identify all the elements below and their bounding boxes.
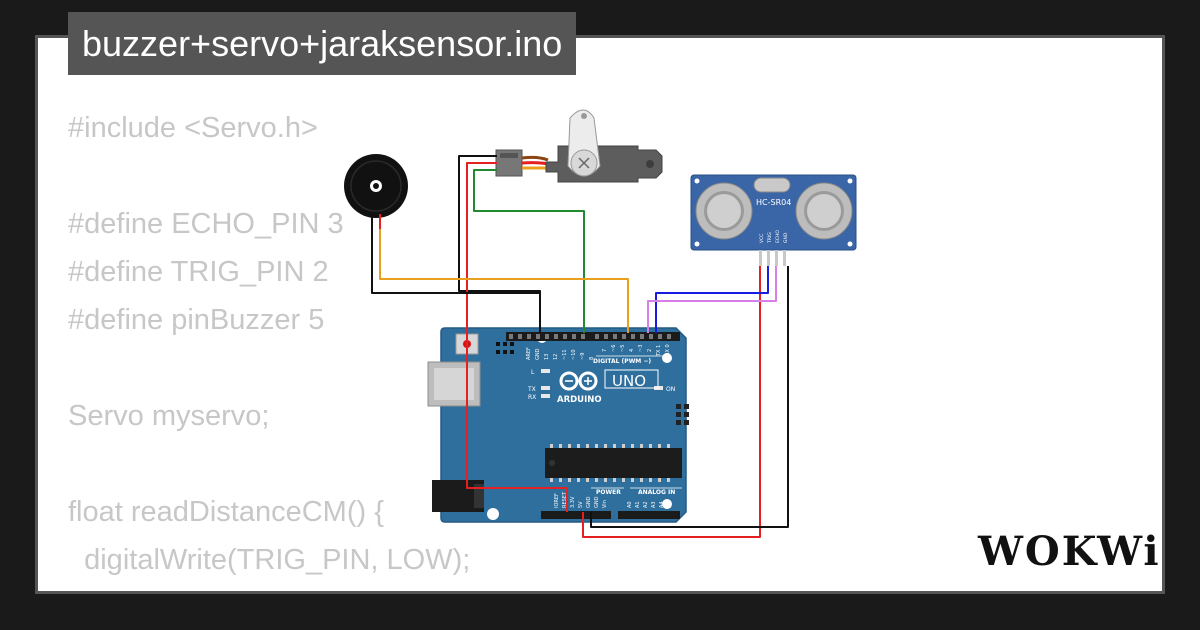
sensor-pin-label: GND [783, 232, 789, 243]
digital-pin-label: ~11 [562, 349, 568, 360]
arduino-uno-board: AREF GND 13 12 ~11 ~10 ~9 8 7 ~6 ~5 4 ~3… [427, 327, 689, 523]
wires [371, 155, 789, 538]
digital-pin-label: 7 [602, 349, 608, 352]
code-line: #define ECHO_PIN 3 [68, 208, 344, 240]
analog-pin-label: A4 [659, 501, 665, 508]
digital-pin-label: ~5 [620, 345, 626, 352]
servo-shaft-icon [578, 157, 590, 169]
arduino-logo-icon [559, 371, 598, 391]
code-preview: #include <Servo.h> #define ECHO_PIN 3 #d… [68, 104, 471, 591]
power-pin-label: 5V [578, 501, 584, 508]
sensor-pin-label: VCC [759, 234, 765, 243]
code-line: Servo myservo; [68, 400, 270, 432]
board-brand: ARDUINO [557, 395, 602, 405]
power-pin-label: Vin [602, 500, 608, 508]
digital-header-label: DIGITAL (PWM ~) [593, 358, 651, 365]
code-line: #include <Servo.h> [68, 112, 318, 144]
sensor-pin-label: TRIG [767, 232, 773, 244]
digital-pin-label: 8 [589, 357, 595, 360]
analog-header-label: ANALOG IN [638, 489, 675, 496]
transducer-left-icon [695, 182, 753, 240]
pin-label-gnd: GND [535, 348, 541, 360]
power-pin-label: RESET [562, 491, 568, 508]
power-pin-label: 3.3V [570, 496, 576, 508]
code-line: digitalWrite(TRIG_PIN, LOW); [68, 544, 471, 576]
digital-pin-label: ~3 [638, 345, 644, 352]
led-label-rx: RX [528, 394, 536, 401]
led-label-tx: TX [527, 386, 536, 393]
digital-pin-label: 2 [647, 349, 653, 352]
digital-pin-label: ~10 [571, 349, 577, 360]
analog-pin-label: A5 [667, 501, 673, 508]
digital-pin-label: RX 0 [665, 344, 671, 356]
led-label-l: L [531, 369, 535, 376]
code-line: float readDistanceCM() { [68, 496, 384, 528]
led-label-on: ON [666, 386, 675, 393]
piezo-buzzer [344, 154, 408, 218]
sensor-pin-label: ECHO [775, 230, 781, 243]
power-pin-label: IOREF [554, 493, 560, 508]
digital-pin-label: 13 [544, 354, 550, 360]
digital-pin-label: 12 [553, 354, 559, 360]
digital-pin-label: ~6 [611, 345, 617, 352]
analog-pin-label: A3 [651, 501, 657, 508]
code-line: #define pinBuzzer 5 [68, 304, 325, 336]
ultrasonic-sensor: HC-SR04 VCC TRIG ECHO GND [690, 174, 857, 266]
power-pin-label: GND [586, 496, 592, 508]
power-pin-label: GND [594, 496, 600, 508]
sensor-label: HC-SR04 [756, 198, 791, 207]
analog-pin-label: A0 [627, 501, 633, 508]
digital-pin-label: 4 [629, 349, 635, 352]
servo-motor [495, 109, 663, 183]
pin-label-aref: AREF [526, 347, 532, 360]
wokwi-logo: WOKWi [978, 528, 1161, 575]
analog-pin-label: A1 [635, 501, 641, 508]
code-line: #define TRIG_PIN 2 [68, 256, 329, 288]
transducer-right-icon [795, 182, 853, 240]
analog-pin-label: A2 [643, 501, 649, 508]
digital-pin-label: ~9 [580, 353, 586, 360]
power-header-label: POWER [596, 489, 621, 496]
project-title: buzzer+servo+jaraksensor.ino [68, 12, 577, 75]
digital-pin-label: TX 1 [656, 345, 662, 357]
board-model: UNO [612, 372, 646, 390]
